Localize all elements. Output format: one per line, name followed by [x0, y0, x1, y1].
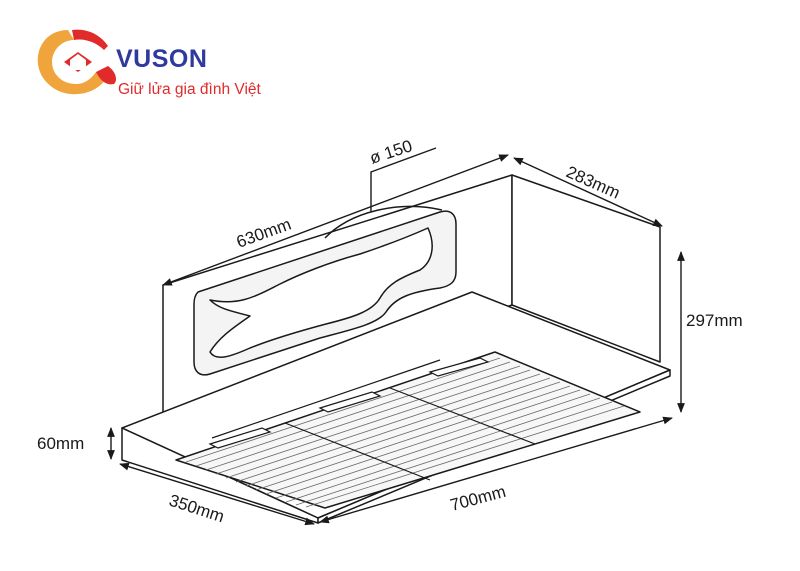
- brand-name: VUSON: [116, 45, 207, 73]
- brand-tagline: Giữ lửa gia đình Việt: [118, 81, 262, 98]
- label-front-depth: 350mm: [167, 491, 227, 527]
- grease-filter-dividers: [208, 357, 536, 481]
- dimension-lines: [107, 147, 685, 526]
- hood-body: [121, 174, 671, 524]
- dim-line-back-depth: [513, 157, 663, 227]
- brand-logo: VUSON Giữ lửa gia đình Việt: [37, 29, 262, 98]
- dim-line-front-depth: [119, 462, 315, 526]
- dim-leader-duct: [370, 147, 437, 212]
- label-duct-diameter: ø 150: [367, 136, 414, 168]
- dim-line-front-width: [319, 416, 673, 524]
- logo-mark-icon: [37, 29, 116, 95]
- dim-line-back-width: [162, 154, 509, 286]
- label-front-width: 700mm: [448, 482, 508, 515]
- label-height: 297mm: [686, 311, 743, 330]
- label-front-height: 60mm: [37, 434, 84, 453]
